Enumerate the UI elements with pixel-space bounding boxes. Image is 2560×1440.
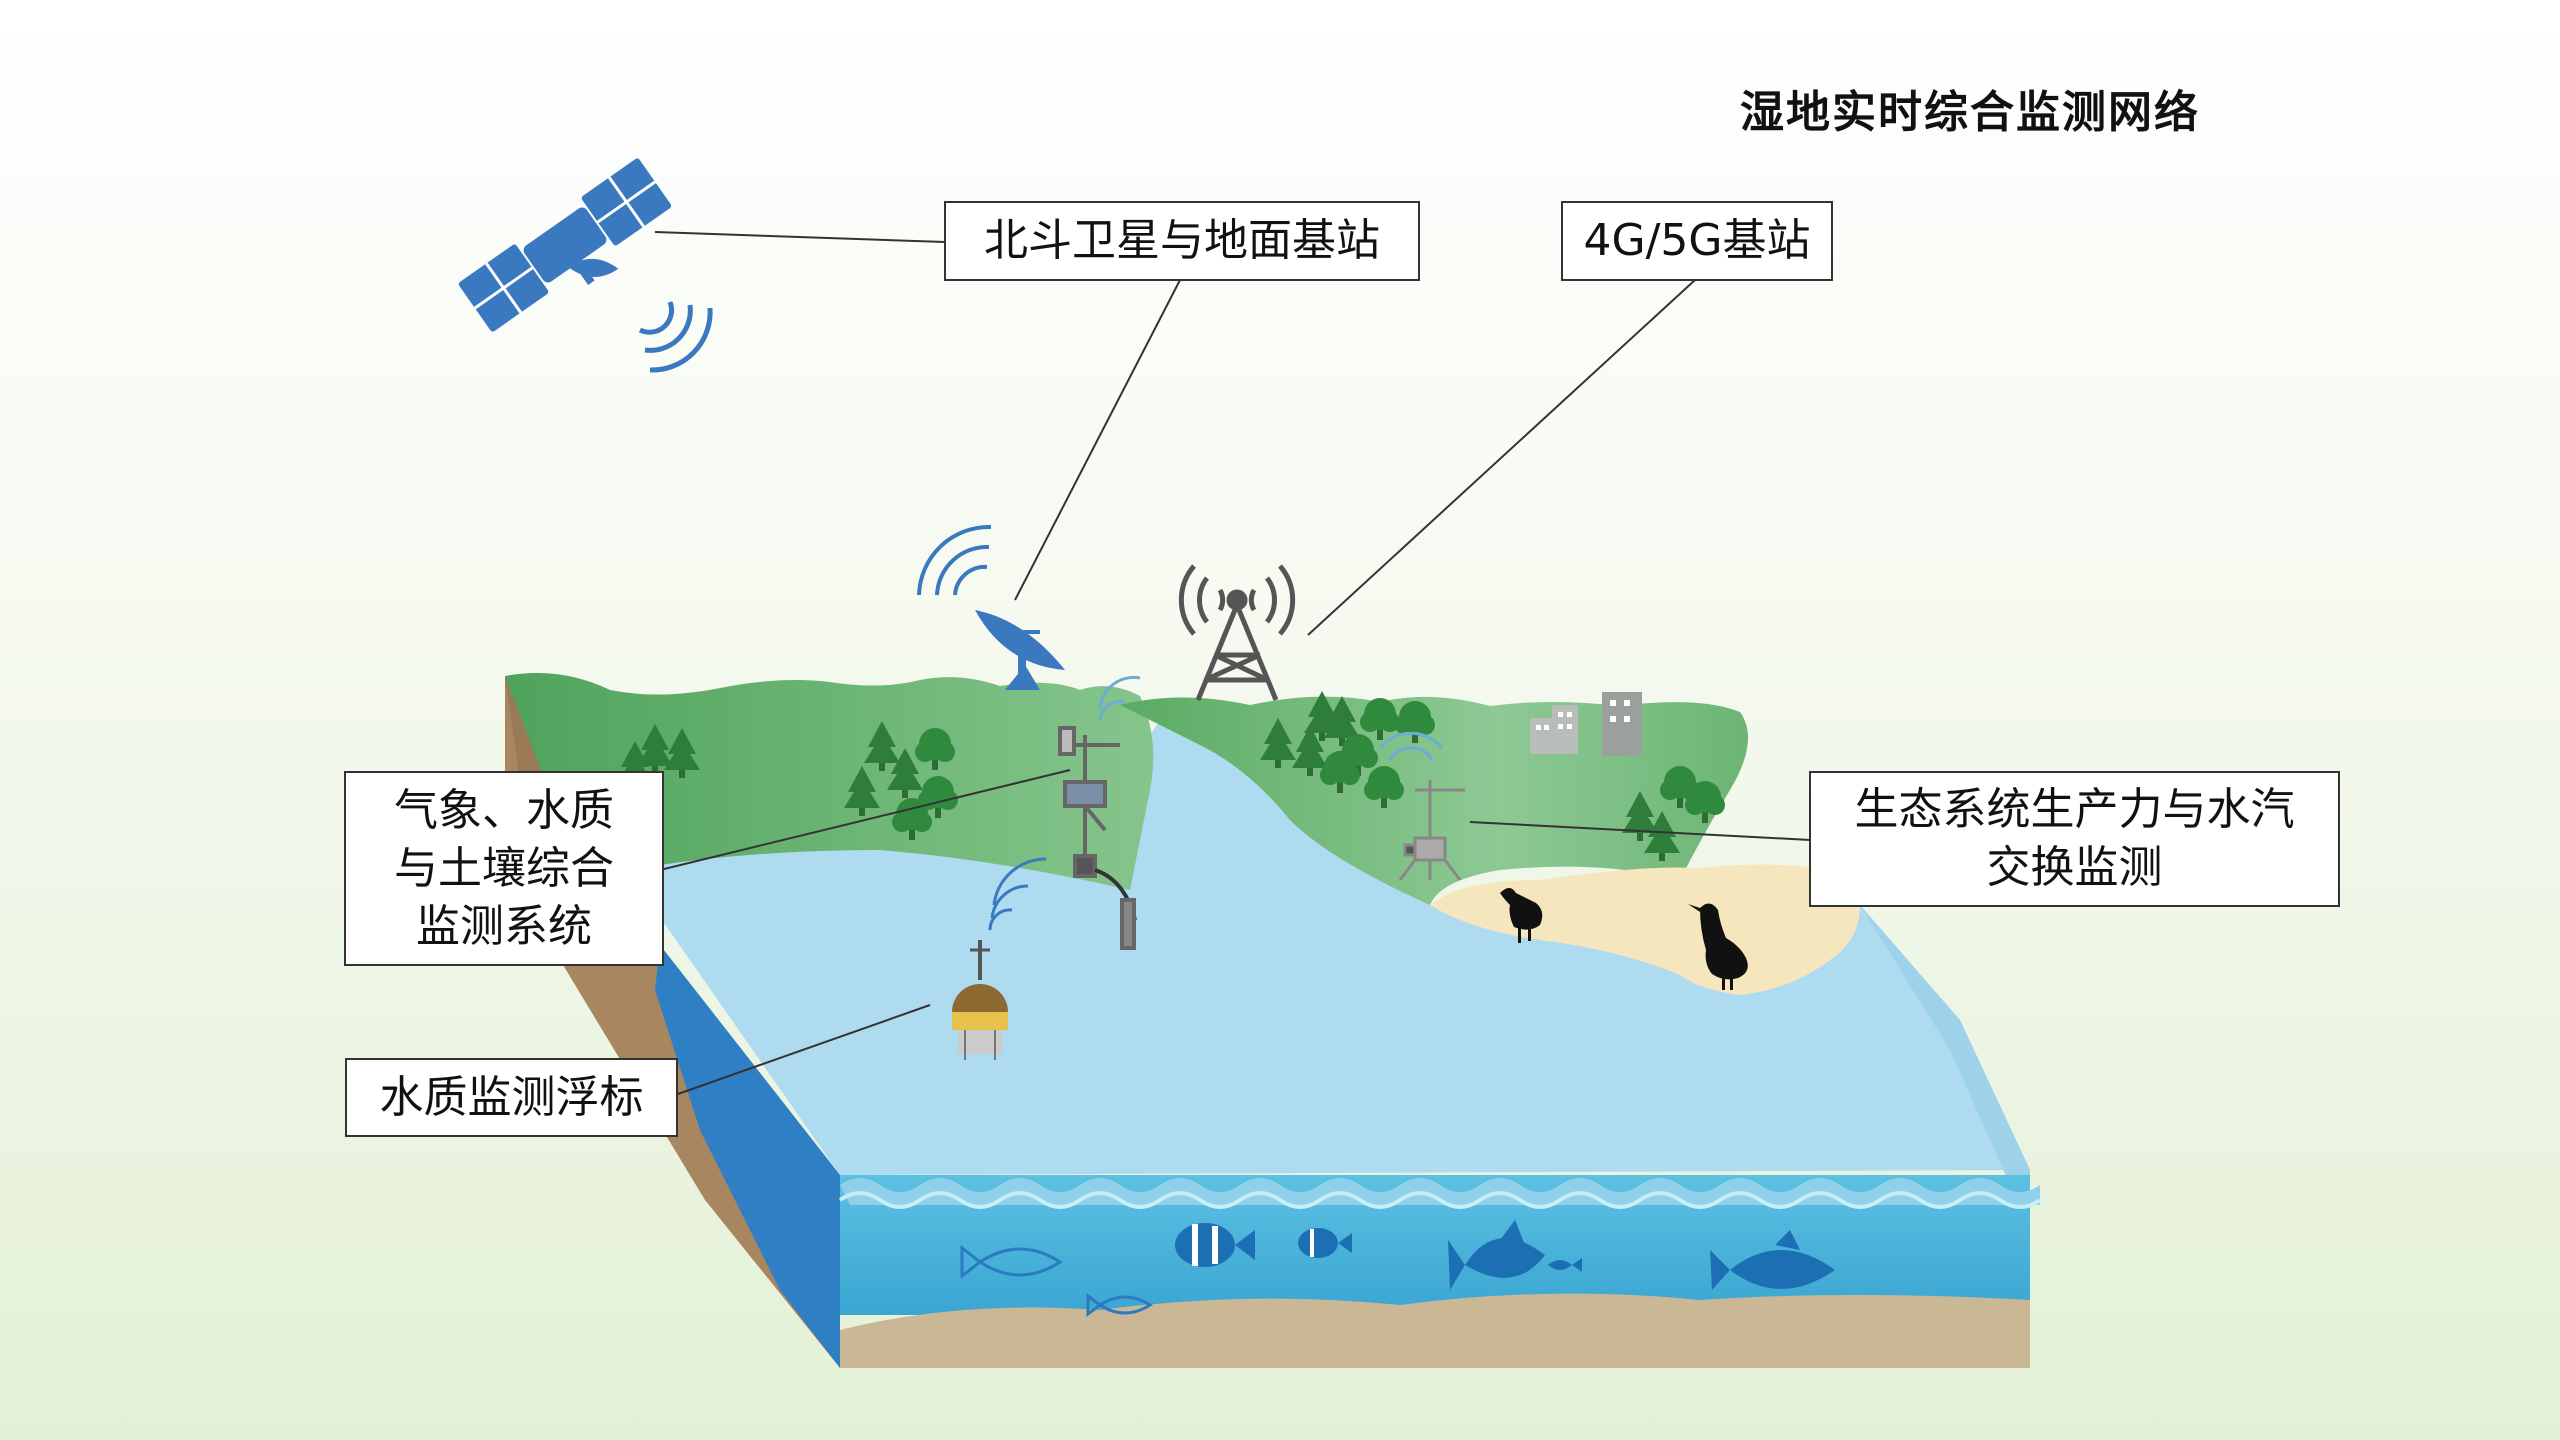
label-buoy: 水质监测浮标 bbox=[345, 1058, 678, 1137]
fish-icon bbox=[1448, 1220, 1582, 1290]
label-beidou: 北斗卫星与地面基站 bbox=[944, 201, 1420, 281]
weather-station-icon bbox=[1058, 726, 1137, 950]
water-waves bbox=[840, 1178, 2040, 1205]
fish-icon bbox=[1175, 1223, 1255, 1267]
fish-icon bbox=[1086, 1293, 1153, 1317]
water-quality-buoy-icon bbox=[952, 940, 1008, 1060]
cell-tower-icon bbox=[1178, 564, 1296, 701]
station-signal-icon bbox=[1098, 675, 1141, 721]
label-buoy-text: 水质监测浮标 bbox=[379, 1071, 644, 1123]
heron-icon bbox=[1688, 903, 1748, 990]
label-cellular-text: 4G/5G基站 bbox=[1583, 215, 1811, 266]
fish-icon bbox=[1710, 1230, 1835, 1290]
fish-icon bbox=[1298, 1228, 1352, 1258]
dish-signal-icon bbox=[917, 524, 992, 596]
buoy-signal-icon bbox=[988, 857, 1047, 931]
label-eco-line2: 交换监测 bbox=[1986, 842, 2163, 893]
sand-beach bbox=[1430, 864, 1860, 995]
flux-tower-icon bbox=[1398, 780, 1465, 881]
satellite-icon bbox=[458, 158, 672, 332]
water-waves-line bbox=[838, 1191, 2042, 1209]
water-side-deep bbox=[655, 945, 840, 1368]
label-ecosystem: 生态系统生产力与水汽 交换监测 bbox=[1809, 771, 2340, 907]
leader-lines bbox=[654, 231, 1811, 1095]
flux-signal-icon bbox=[1378, 731, 1444, 761]
label-eco-line1: 生态系统生产力与水汽 bbox=[1854, 784, 2295, 835]
satellite-dish-icon bbox=[975, 610, 1065, 690]
label-weather-line2: 与土壤综合 bbox=[394, 842, 614, 894]
label-weather-station: 气象、水质 与土壤综合 监测系统 bbox=[344, 771, 664, 966]
city-buildings-icon bbox=[1530, 692, 1642, 756]
label-cellular: 4G/5G基站 bbox=[1561, 201, 1833, 281]
fish-icon bbox=[960, 1244, 1063, 1280]
label-weather-line1: 气象、水质 bbox=[394, 784, 614, 836]
land-left bbox=[505, 673, 1154, 890]
satellite-signal-icon bbox=[638, 301, 713, 373]
label-beidou-text: 北斗卫星与地面基站 bbox=[984, 215, 1380, 266]
page-title: 湿地实时综合监测网络 bbox=[1740, 87, 2200, 138]
heron-icon bbox=[1500, 888, 1543, 943]
label-weather-line3: 监测系统 bbox=[416, 900, 592, 952]
